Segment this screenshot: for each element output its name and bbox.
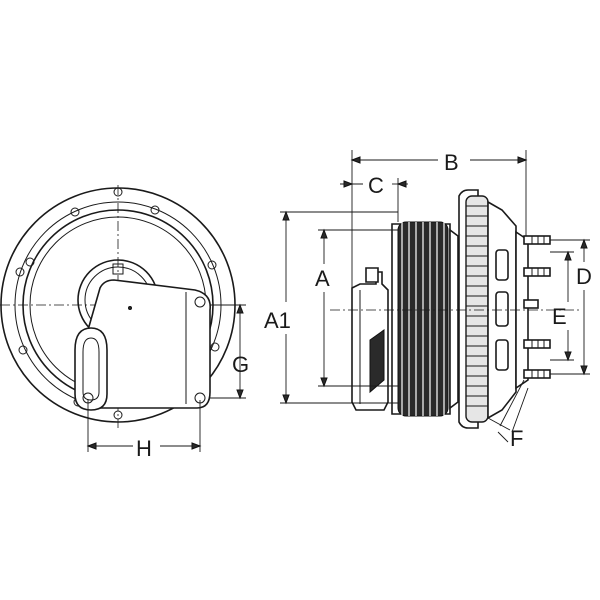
side-studs bbox=[523, 235, 551, 379]
dimension-h bbox=[86, 400, 202, 452]
label-a1: A1 bbox=[264, 308, 291, 333]
side-view bbox=[330, 189, 580, 429]
dimension-d bbox=[550, 238, 590, 376]
side-fin-lines bbox=[466, 205, 488, 407]
side-pulley-groove-lines bbox=[401, 222, 445, 416]
side-cooling-fins bbox=[465, 195, 489, 423]
label-d: D bbox=[576, 264, 592, 289]
front-view bbox=[0, 185, 240, 428]
label-b: B bbox=[444, 150, 459, 175]
side-mount-nut bbox=[365, 267, 379, 283]
dimension-a bbox=[318, 228, 398, 388]
front-slot-arm bbox=[74, 327, 108, 411]
label-h: H bbox=[136, 436, 152, 461]
label-f: F bbox=[510, 426, 523, 451]
label-c: C bbox=[368, 173, 384, 198]
side-mount-wedge bbox=[369, 329, 385, 394]
front-hub-key bbox=[112, 263, 124, 275]
dimension-c bbox=[340, 178, 408, 222]
dimension-e bbox=[550, 250, 574, 362]
dimension-a1 bbox=[280, 210, 398, 405]
label-a: A bbox=[315, 266, 330, 291]
dimension-f bbox=[487, 379, 529, 443]
dimension-b bbox=[350, 150, 528, 290]
label-e: E bbox=[552, 304, 567, 329]
dimension-g bbox=[210, 303, 246, 400]
label-g: G bbox=[232, 352, 249, 377]
